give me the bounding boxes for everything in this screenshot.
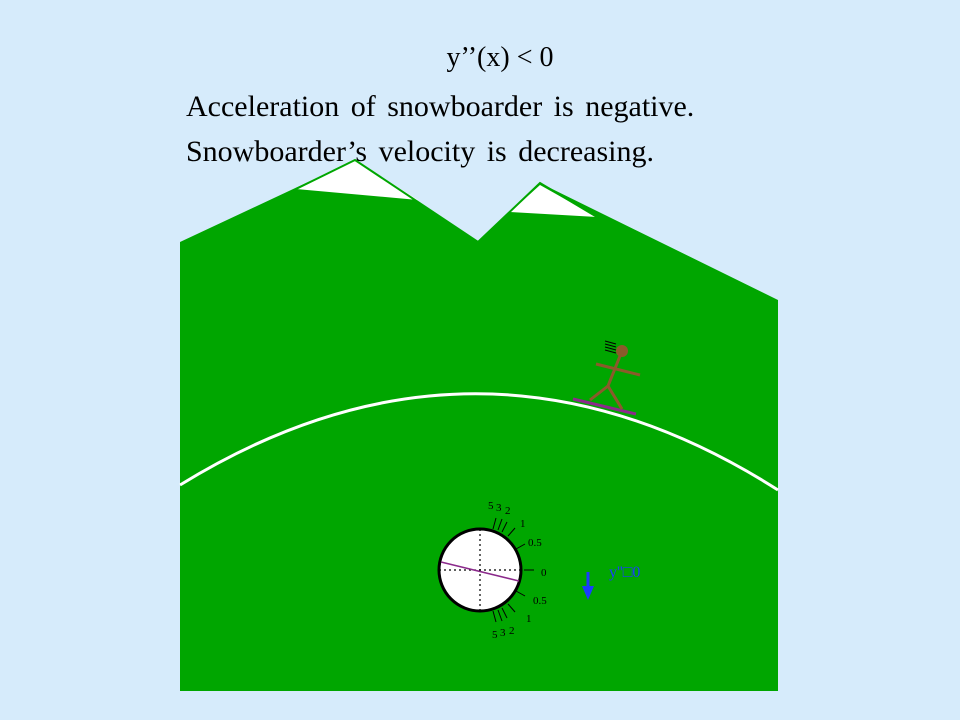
gauge-label-upper-3: 3: [496, 502, 502, 514]
snowboarder-leg-left: [589, 384, 609, 402]
gauge-label-upper-2: 2: [505, 505, 511, 517]
snowboarder-torso: [606, 355, 622, 387]
snowboarder-leg-right: [606, 385, 624, 410]
snowboarder-arms: [595, 362, 641, 377]
formula-title: y’’(x) < 0: [446, 42, 554, 73]
down-arrow-icon: [582, 586, 594, 600]
caption: y’’(x) < 0 Acceleration of snowboarder i…: [0, 0, 960, 200]
gauge-label-lower-0-5: 0.5: [533, 595, 547, 607]
mountain-ridge: [295, 158, 598, 244]
hair-strands: [604, 340, 617, 354]
gauge-label-zero: 0: [541, 567, 547, 579]
gauge-label-upper-0-5: 0.5: [528, 537, 542, 549]
gauge-label-upper-5: 5: [488, 500, 494, 512]
gauge-ticks: [492, 517, 534, 623]
acceleration-indicator: y''□0: [582, 564, 640, 600]
gauge-label-lower-5: 5: [492, 629, 498, 641]
caption-line-velocity: Snowboarder’s velocity is decreasing.: [186, 135, 654, 168]
gauge-label-lower-3: 3: [500, 627, 506, 639]
caption-line-acceleration: Acceleration of snowboarder is negative.: [186, 90, 695, 123]
snowboard: [572, 397, 637, 416]
snow-cap-left: [296, 160, 418, 200]
acceleration-gauge: 5 3 2 1 0.5 0 0.5 1 2 3 5: [437, 500, 547, 641]
gauge-label-lower-1: 1: [526, 613, 532, 625]
acceleration-label: y''□0: [609, 564, 640, 581]
gauge-label-upper-1: 1: [520, 518, 526, 530]
snowboarder-head: [616, 345, 628, 357]
mountain-range: [180, 160, 778, 691]
gauge-label-lower-2: 2: [509, 625, 515, 637]
snowboarder: [572, 340, 641, 416]
gauge-needle: [440, 561, 520, 582]
slope-curve: [179, 392, 779, 492]
snow-cap-right: [510, 185, 597, 217]
